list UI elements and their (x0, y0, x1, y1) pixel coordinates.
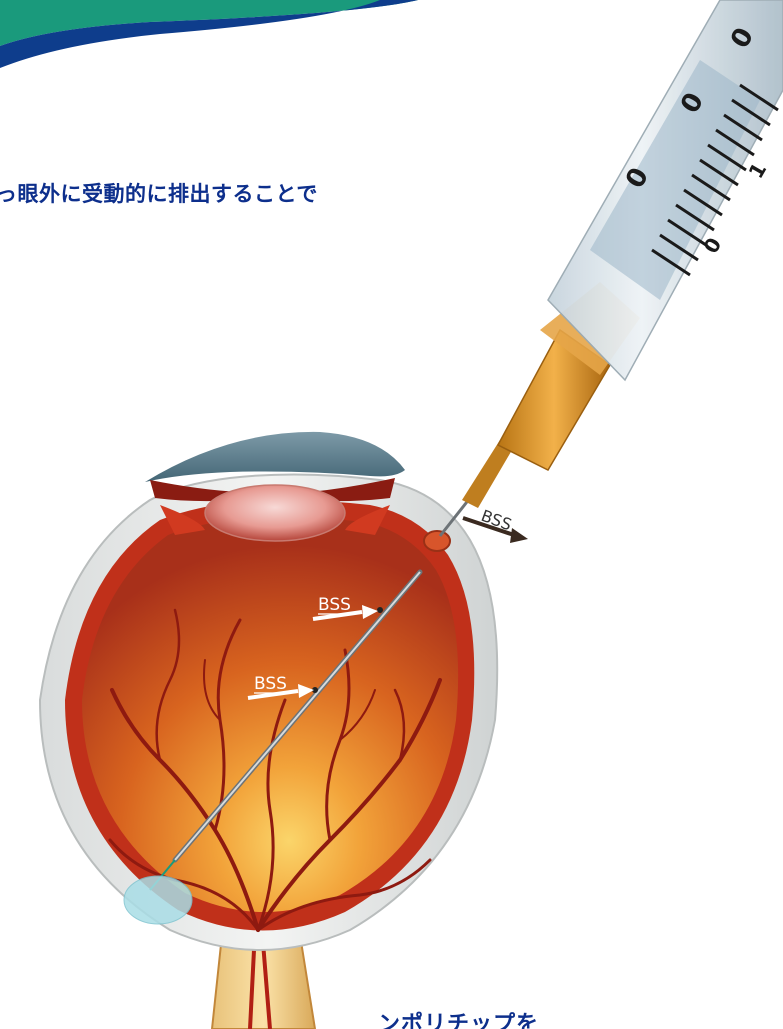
bss-label-lower: BSS (254, 674, 287, 694)
bss-label-outflow: BSS (479, 506, 515, 534)
top-banner (0, 0, 418, 68)
description-text-top: っ眼外に受動的に排出することで (0, 178, 318, 208)
anterior-segment (145, 432, 405, 541)
syringe-scale-number: 0 (699, 233, 727, 257)
bss-arrow-outflow: BSS (463, 506, 528, 543)
syringe: 0 0 0 0 1 (440, 0, 783, 536)
trocar-port (424, 531, 450, 551)
subretinal-bleb (124, 876, 192, 924)
lens (205, 485, 345, 541)
description-text-bottom: ンポリチップを (378, 1006, 539, 1029)
bss-label-upper: BSS (318, 595, 351, 615)
syringe-scale-number: 1 (744, 158, 772, 182)
